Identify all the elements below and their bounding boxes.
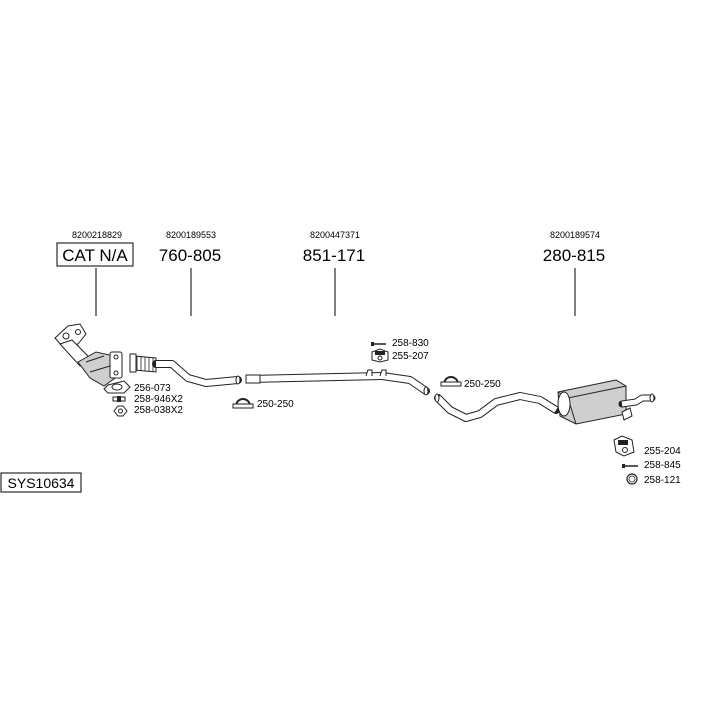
accessory-code: 255-207	[392, 351, 429, 362]
accessory-code: 258-946X2	[134, 394, 183, 405]
accessory-cat-gasket[interactable]: 256-073	[103, 380, 171, 394]
accessory-code: 258-830	[392, 338, 429, 349]
system-code-box	[0, 472, 82, 493]
accessory-rubber-mid[interactable]: 255-207	[371, 348, 429, 363]
accessory-bolt-rear[interactable]: 258-845	[622, 460, 681, 471]
oem-number-front-pipe: 8200189553	[166, 230, 216, 240]
accessory-code: 258-038X2	[134, 405, 183, 416]
part-code-front-pipe: 760-805	[159, 246, 221, 265]
oem-number-middle-pipe: 8200447371	[310, 230, 360, 240]
cat-label-box	[56, 242, 134, 267]
rear-silencer-drawing[interactable]	[434, 379, 656, 425]
part-code-middle-pipe: 851-171	[303, 246, 365, 265]
catalytic-converter-drawing[interactable]	[54, 323, 123, 387]
system-code: SYS10634	[8, 475, 75, 491]
accessory-bolt-mid[interactable]: 258-830	[371, 338, 429, 349]
oem-number-rear-silencer: 8200189574	[550, 230, 600, 240]
system-code-label: SYS10634	[0, 472, 82, 493]
rubber-mount-icon	[613, 435, 635, 457]
accessory-clamp-mid[interactable]: 250-250	[440, 376, 501, 390]
accessory-cat-bolt[interactable]: 258-946X2	[112, 394, 183, 405]
accessory-cat-nut[interactable]: 258-038X2	[113, 405, 183, 417]
part-front-pipe[interactable]: 8200189553 760-805	[159, 230, 221, 316]
ring-icon	[626, 473, 638, 485]
accessory-code: 258-845	[644, 460, 681, 471]
accessory-code: 250-250	[464, 379, 501, 390]
accessory-ring-rear[interactable]: 258-121	[626, 473, 681, 486]
accessory-code: 255-204	[644, 446, 681, 457]
front-pipe-drawing[interactable]	[129, 353, 242, 387]
part-code-rear-silencer: 280-815	[543, 246, 605, 265]
accessory-clamp-front[interactable]: 250-250	[232, 398, 294, 410]
middle-pipe-drawing[interactable]	[245, 369, 430, 396]
accessory-rubber-rear[interactable]: 255-204	[613, 435, 681, 457]
part-middle-pipe[interactable]: 8200447371 851-171	[303, 230, 365, 316]
accessory-code: 256-073	[134, 383, 171, 394]
accessory-code: 250-250	[257, 399, 294, 410]
part-rear-silencer[interactable]: 8200189574 280-815	[543, 230, 605, 316]
accessory-code: 258-121	[644, 475, 681, 486]
oem-number-cat: 8200218829	[72, 230, 122, 240]
part-code-cat: CAT N/A	[62, 246, 128, 265]
part-cat[interactable]: 8200218829 CAT N/A	[56, 230, 134, 316]
